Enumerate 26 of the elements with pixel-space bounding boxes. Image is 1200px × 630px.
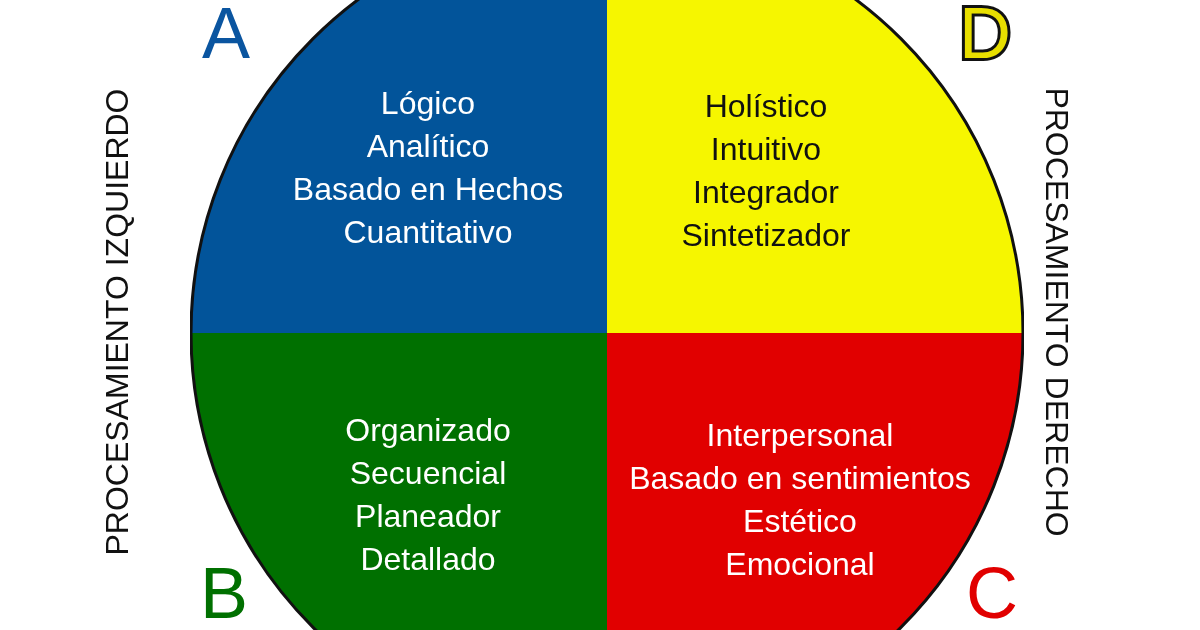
trait-text: Basado en sentimientos <box>629 459 971 498</box>
side-label: PROCESAMIENTO IZQUIERDO <box>100 88 134 556</box>
trait-text: Integrador <box>693 173 839 212</box>
trait-text: Holístico <box>704 87 828 126</box>
trait-text: Basado en Hechos <box>292 170 564 209</box>
trait-text: Interpersonal <box>706 416 894 455</box>
quadrant-sector <box>190 0 607 333</box>
quadrant-sector <box>607 333 1024 630</box>
quadrant-letter: C <box>966 562 1018 620</box>
trait-text: Analítico <box>366 127 490 166</box>
trait-text: Sintetizador <box>681 216 851 255</box>
trait-text: Secuencial <box>349 454 507 493</box>
trait-text: Lógico <box>380 84 476 123</box>
trait-text: Emocional <box>725 545 875 584</box>
trait-text: Detallado <box>360 540 496 579</box>
quadrant-letter: B <box>200 562 248 620</box>
trait-text: Intuitivo <box>710 130 822 169</box>
quadrant-letter: D <box>959 2 1011 60</box>
quadrant-letter: A <box>202 2 250 60</box>
trait-text: Organizado <box>345 411 511 450</box>
quadrant-sector <box>190 333 607 630</box>
quadrant-sector <box>607 0 1024 333</box>
trait-text: Planeador <box>355 497 501 536</box>
side-label: PROCESAMIENTO DERECHO <box>1040 87 1074 537</box>
trait-text: Cuantitativo <box>343 213 513 252</box>
trait-text: Estético <box>743 502 857 541</box>
